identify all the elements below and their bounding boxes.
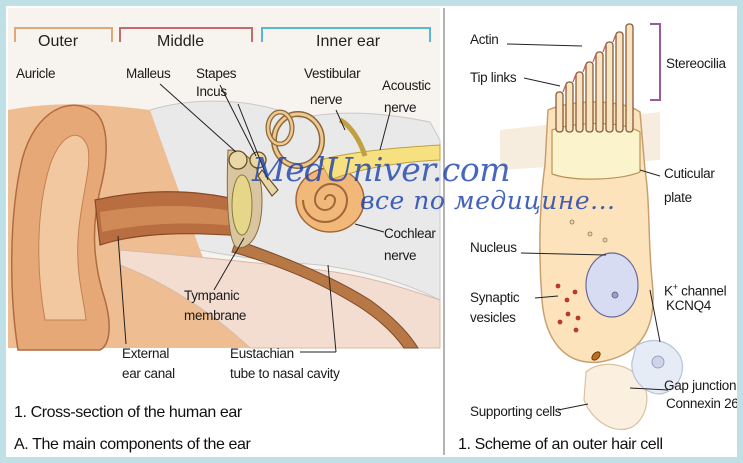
caption-cross-section: 1. Cross-section of the human ear bbox=[14, 404, 242, 422]
label-incus: Incus bbox=[196, 84, 227, 99]
label-connexin: Connexin 26 bbox=[666, 396, 739, 411]
label-acoustic-nerve-2: nerve bbox=[384, 100, 416, 115]
k-channel-k: K bbox=[664, 284, 673, 299]
label-synaptic-vesicles-1: Synaptic bbox=[470, 290, 519, 305]
label-vestibular-nerve-1: Vestibular bbox=[304, 66, 360, 81]
label-supporting-cells: Supporting cells bbox=[470, 404, 561, 419]
label-tympanic-membrane-2: membrane bbox=[184, 308, 246, 323]
watermark-site: MedUniver.com bbox=[252, 150, 510, 189]
label-eustachian-tube-2: tube to nasal cavity bbox=[230, 366, 340, 381]
label-vestibular-nerve-2: nerve bbox=[310, 92, 342, 107]
label-stapes: Stapes bbox=[196, 66, 236, 81]
label-actin: Actin bbox=[470, 32, 499, 47]
tympanic-membrane bbox=[232, 175, 252, 235]
header-outer: Outer bbox=[38, 33, 78, 51]
label-eustachian-tube-1: Eustachian bbox=[230, 346, 294, 361]
label-tympanic-membrane-1: Tympanic bbox=[184, 288, 239, 303]
label-external-ear-canal-1: External bbox=[122, 346, 169, 361]
caption-outer-hair-cell: 1. Scheme of an outer hair cell bbox=[458, 436, 663, 454]
k-channel-word: channel bbox=[678, 284, 727, 299]
header-inner-ear: Inner ear bbox=[316, 33, 380, 51]
label-cochlear-nerve-1: Cochlear bbox=[384, 226, 436, 241]
label-malleus: Malleus bbox=[126, 66, 170, 81]
label-cuticular-plate-1: Cuticular bbox=[664, 166, 715, 181]
caption-main-components: A. The main components of the ear bbox=[14, 436, 250, 454]
label-acoustic-nerve-1: Acoustic bbox=[382, 78, 431, 93]
label-k-channel: K+ channel bbox=[664, 280, 726, 299]
label-auricle: Auricle bbox=[16, 66, 55, 81]
nucleus-shape bbox=[586, 253, 638, 317]
label-cuticular-plate-2: plate bbox=[664, 190, 692, 205]
nucleolus bbox=[612, 292, 618, 298]
label-gap-junction: Gap junction bbox=[664, 378, 736, 393]
label-stereocilia: Stereocilia bbox=[666, 56, 726, 71]
label-external-ear-canal-2: ear canal bbox=[122, 366, 175, 381]
malleus-shape bbox=[229, 151, 247, 169]
label-tip-links: Tip links bbox=[470, 70, 516, 85]
label-kcnq4: KCNQ4 bbox=[666, 298, 711, 313]
label-nucleus: Nucleus bbox=[470, 240, 517, 255]
header-middle: Middle bbox=[157, 33, 204, 51]
supporting-nucleus bbox=[652, 356, 664, 368]
watermark-tagline: все по медицине... bbox=[360, 186, 616, 215]
label-synaptic-vesicles-2: vesicles bbox=[470, 310, 516, 325]
label-cochlear-nerve-2: nerve bbox=[384, 248, 416, 263]
